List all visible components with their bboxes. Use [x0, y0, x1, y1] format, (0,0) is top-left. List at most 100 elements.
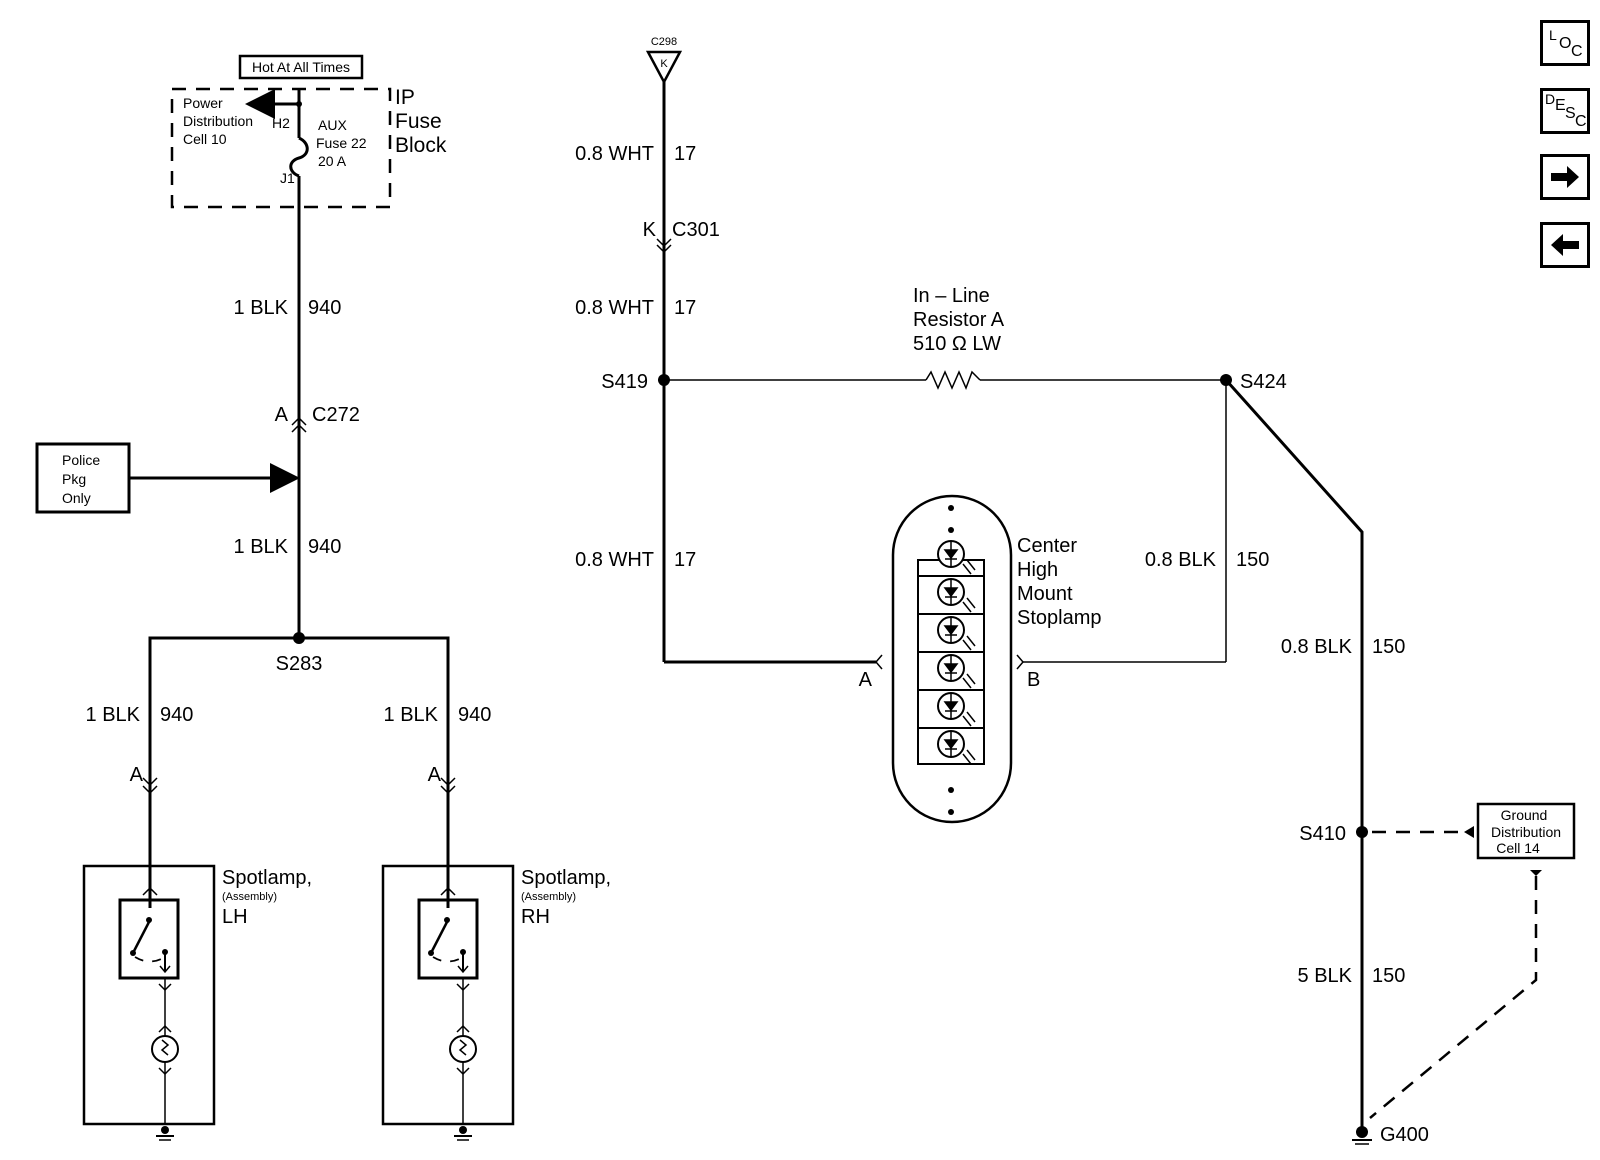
wire-150-ground	[1224, 378, 1364, 1128]
svg-text:C298: C298	[651, 36, 677, 48]
wire-gauge-label: 5 BLK	[1298, 965, 1353, 987]
wire-gauge-label: 1 BLK	[234, 297, 289, 319]
spotlamp-switch-icon	[118, 898, 180, 980]
wire-circuit-label: 940	[458, 704, 491, 726]
led-icon	[937, 692, 976, 727]
svg-text:Distribution: Distribution	[183, 113, 253, 129]
wire-gauge-label: 0.8 WHT	[575, 143, 654, 165]
svg-text:K: K	[660, 58, 668, 70]
connector-rh-icon	[440, 777, 456, 795]
desc-button[interactable]: D E S C	[1540, 88, 1590, 134]
connector-c298[interactable]: C298 K	[645, 36, 683, 85]
connector-lh-icon	[142, 777, 158, 795]
connector-pin-label: B	[1027, 669, 1040, 691]
inline-resistor-label: In – Line Resistor A 510 Ω LW	[913, 285, 1005, 355]
splice-s424-label: S424	[1240, 371, 1287, 393]
svg-text:Cell 10: Cell 10	[183, 131, 227, 147]
svg-text:Block: Block	[395, 134, 447, 157]
wire-circuit-label: 940	[308, 297, 341, 319]
svg-text:In – Line: In – Line	[913, 285, 990, 307]
svg-text:Fuse 22: Fuse 22	[316, 135, 367, 151]
svg-text:510 Ω LW: 510 Ω LW	[913, 333, 1001, 355]
spotlamp-lh[interactable]: Spotlamp, (Assembly) LH	[82, 864, 312, 1141]
svg-text:20 A: 20 A	[318, 153, 347, 169]
prev-page-button[interactable]	[1540, 222, 1590, 268]
arrow-left-icon	[1551, 234, 1579, 256]
led-icon	[937, 654, 976, 689]
wire-gauge-label: 0.8 BLK	[1281, 636, 1353, 658]
svg-text:Only: Only	[62, 490, 91, 506]
wire-circuit-label: 940	[160, 704, 193, 726]
svg-text:AUX: AUX	[318, 117, 347, 133]
svg-text:Center: Center	[1017, 535, 1077, 557]
svg-text:LH: LH	[222, 906, 248, 928]
connector-pin-label: A	[275, 404, 289, 426]
svg-text:Power: Power	[183, 95, 223, 111]
led-icon	[937, 578, 976, 613]
wire-circuit-label: 150	[1236, 549, 1269, 571]
svg-text:Hot At All Times: Hot At All Times	[252, 59, 350, 75]
wire-gauge-label: 0.8 BLK	[1145, 549, 1217, 571]
wire-circuit-label: 150	[1372, 636, 1405, 658]
spotlamp-switch-icon	[417, 898, 479, 980]
wire-gauge-label: 0.8 WHT	[575, 549, 654, 571]
location-icon: L	[1549, 27, 1557, 43]
connector-c301-label: C301	[672, 219, 720, 241]
loc-button[interactable]: L O C	[1540, 20, 1590, 66]
resistor-icon	[925, 370, 981, 390]
ground-g400-label: G400	[1380, 1124, 1429, 1146]
led-icon	[937, 616, 976, 651]
ground-distribution-ref[interactable]: Ground Distribution Cell 14	[1476, 802, 1576, 860]
police-pkg-only-box[interactable]: Police Pkg Only	[35, 442, 131, 514]
wire-gauge-label: 1 BLK	[384, 704, 439, 726]
next-page-button[interactable]	[1540, 154, 1590, 200]
wire-circuit-label: 17	[674, 297, 696, 319]
splice-s419-label: S419	[601, 371, 648, 393]
svg-text:Spotlamp,: Spotlamp,	[521, 867, 611, 889]
splice-s410	[1356, 826, 1368, 838]
ip-fuse-block-outline	[170, 87, 392, 209]
spotlamp-rh[interactable]: Spotlamp, (Assembly) RH	[381, 864, 611, 1141]
wire-gauge-label: 0.8 WHT	[575, 297, 654, 319]
led-dot	[948, 505, 954, 511]
connector-pin-label: K	[643, 219, 657, 241]
svg-text:RH: RH	[521, 906, 550, 928]
connector-c272-label: C272	[312, 404, 360, 426]
connector-pin-label: A	[130, 764, 144, 786]
wire-circuit-label: 17	[674, 549, 696, 571]
center-high-mount-stoplamp[interactable]: Center High Mount Stoplamp	[891, 494, 1102, 824]
bulb-icon	[151, 1035, 179, 1063]
power-distribution-ref[interactable]: Power Distribution Cell 10	[183, 95, 253, 147]
wire-circuit-label: 17	[674, 143, 696, 165]
aux-fuse-label: AUX Fuse 22 20 A	[316, 117, 367, 169]
hot-at-all-times-label: Hot At All Times	[238, 54, 364, 80]
svg-text:(Assembly): (Assembly)	[222, 891, 277, 903]
bulb-icon	[449, 1035, 477, 1063]
wire-circuit-label: 150	[1372, 965, 1405, 987]
ground-dist-dashed-path	[1369, 876, 1538, 1119]
connector-pin-label: A	[428, 764, 442, 786]
ground-icon	[454, 1126, 472, 1141]
svg-text:Stoplamp: Stoplamp	[1017, 607, 1102, 629]
connector-pin-label: A	[859, 669, 873, 691]
ground-g400-icon	[1352, 1126, 1372, 1145]
svg-text:Distribution: Distribution	[1491, 824, 1561, 840]
led-icon	[937, 730, 976, 765]
splice-s283-label: S283	[276, 653, 323, 675]
svg-text:(Assembly): (Assembly)	[521, 891, 576, 903]
svg-text:Police: Police	[62, 452, 100, 468]
ip-fuse-block-label: IP Fuse Block	[395, 86, 447, 157]
splice-s410-label: S410	[1299, 823, 1346, 845]
fuse-pin-h2: H2	[272, 115, 290, 131]
connector-c301-icon	[656, 238, 672, 254]
wire-circuit-label: 940	[308, 536, 341, 558]
description-icon: D	[1545, 91, 1556, 107]
svg-text:Ground: Ground	[1501, 807, 1548, 823]
wire-940-branch	[148, 636, 450, 910]
led-icon	[937, 540, 976, 575]
led-dot	[948, 809, 954, 815]
svg-text:Pkg: Pkg	[62, 471, 86, 487]
wire-gauge-label: 1 BLK	[234, 536, 289, 558]
svg-text:High: High	[1017, 559, 1058, 581]
